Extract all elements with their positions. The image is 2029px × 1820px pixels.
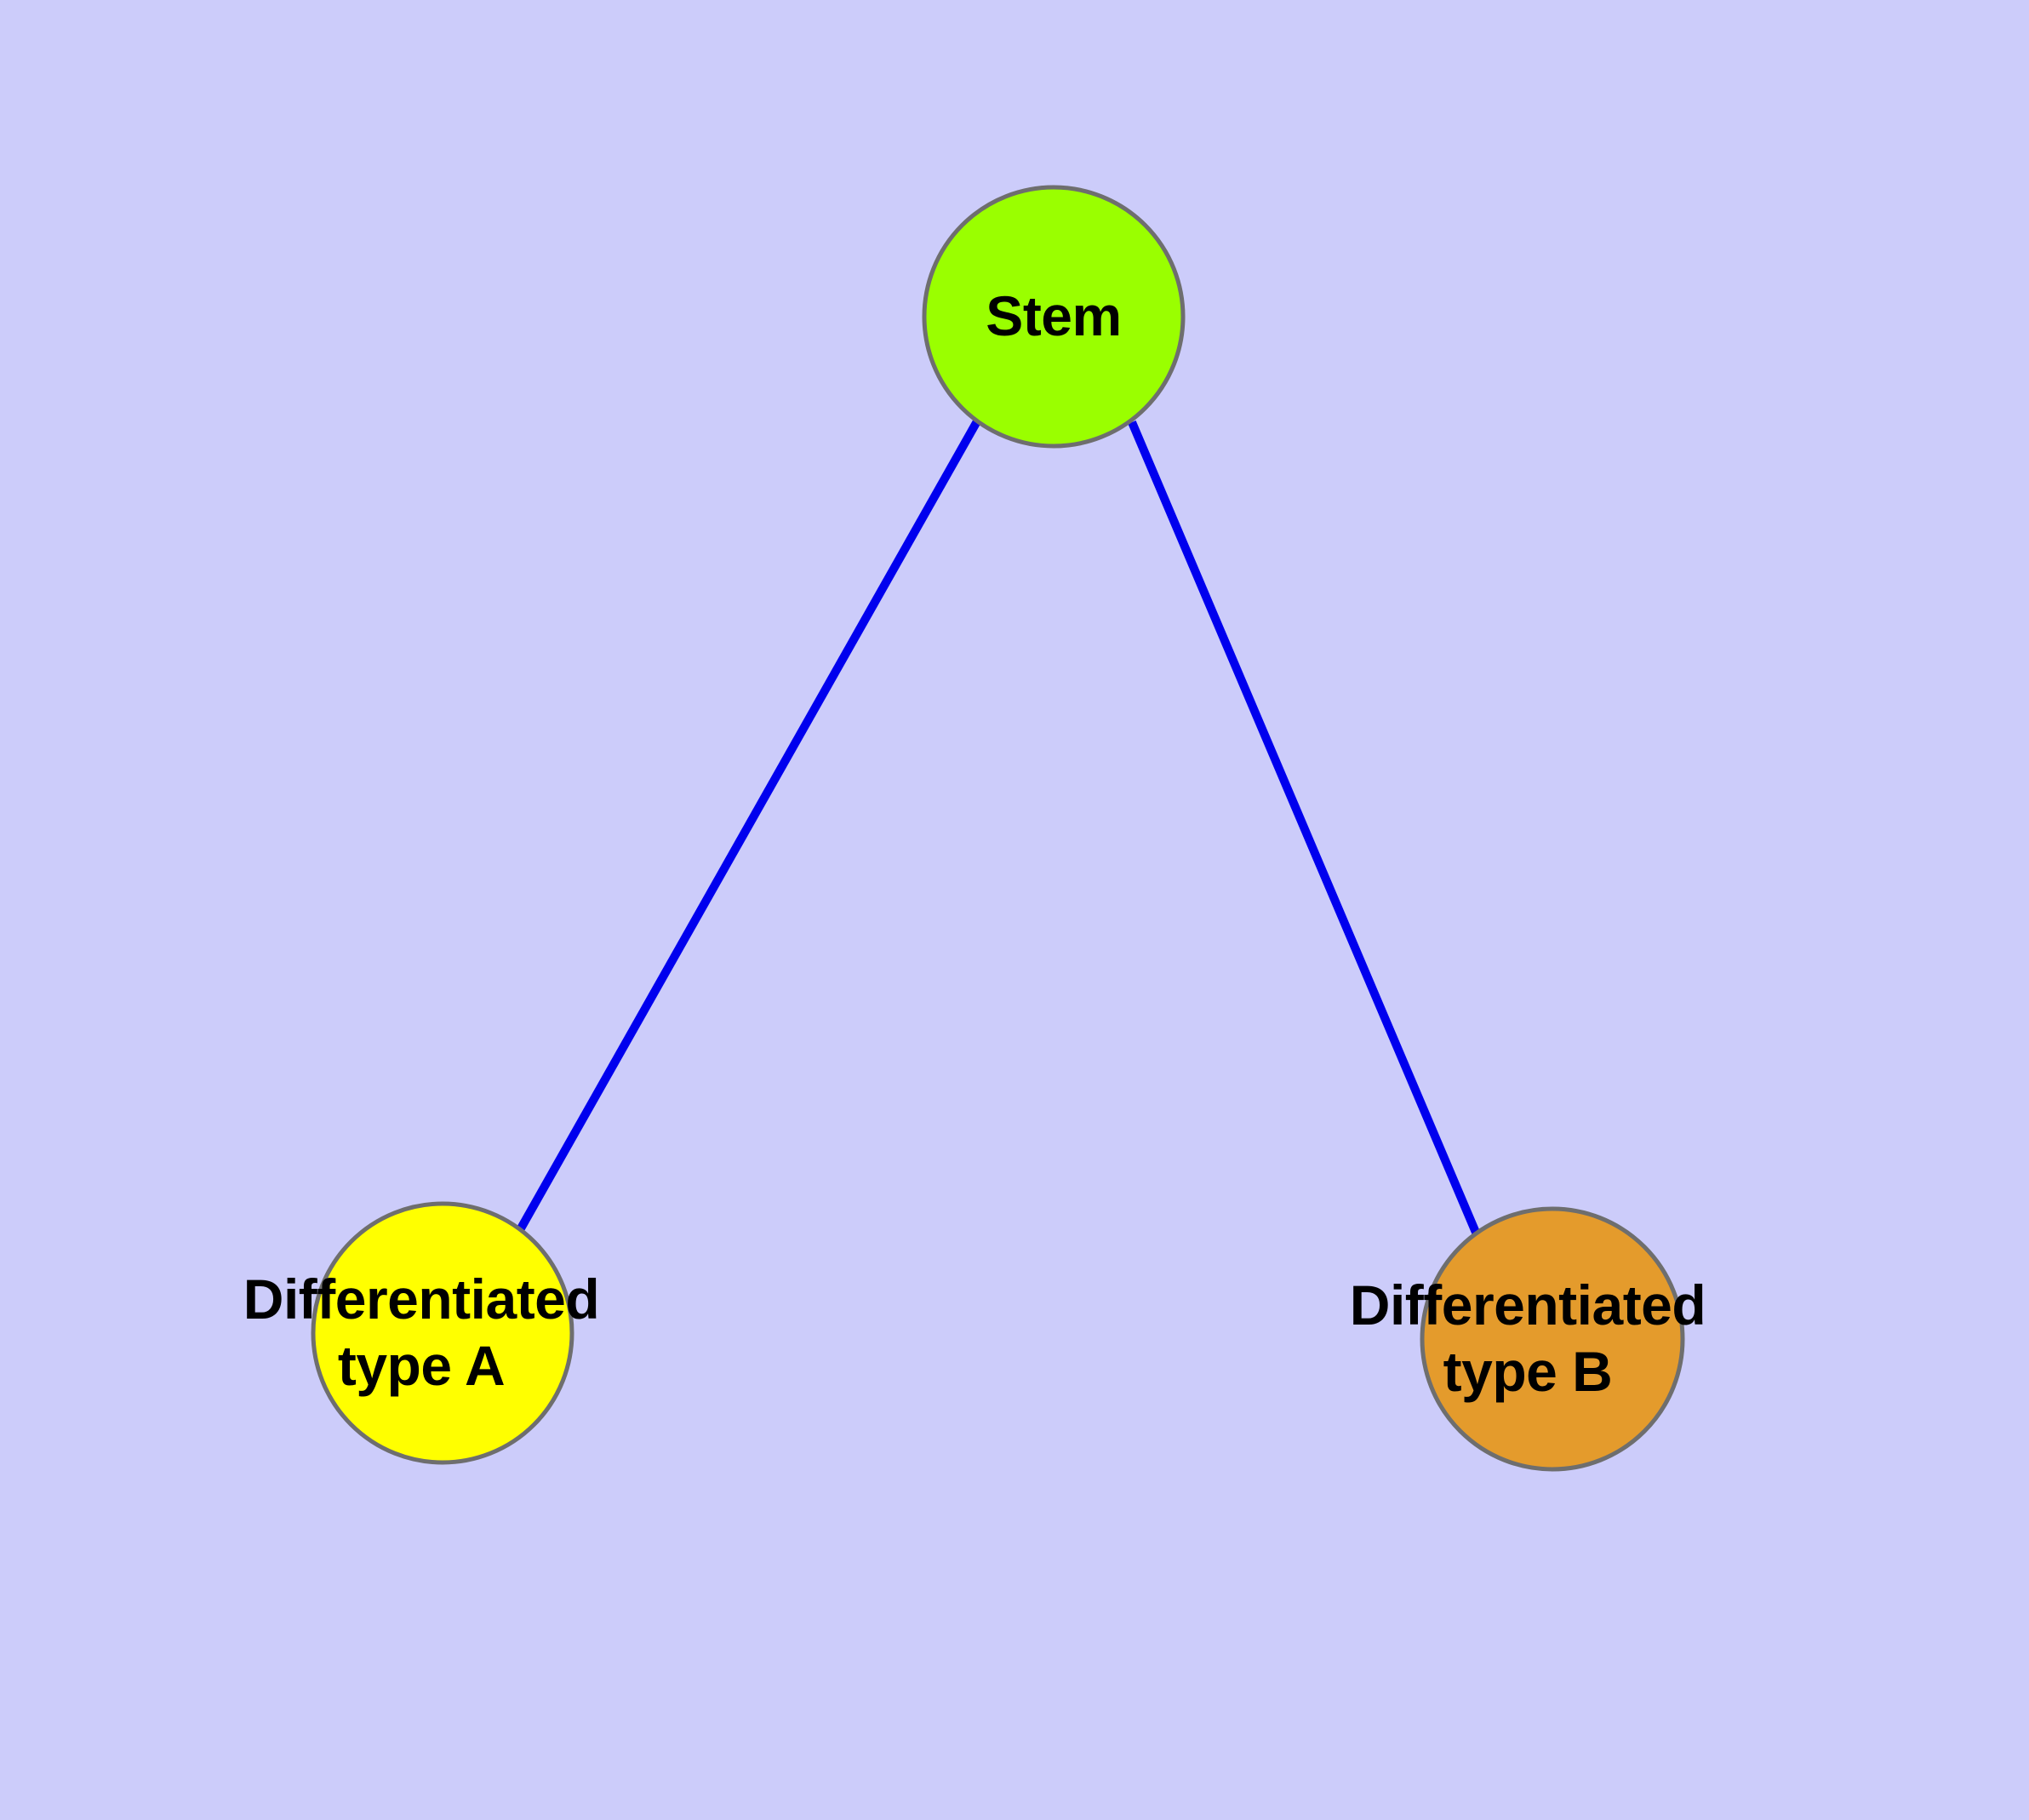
edge-stem-to-differentiated-type-a[interactable] bbox=[517, 419, 981, 1231]
edge-stem-to-differentiated-type-b[interactable] bbox=[1128, 421, 1481, 1236]
node-layer bbox=[311, 185, 1685, 1472]
edge-layer bbox=[517, 419, 1481, 1236]
node-differentiated-type-b[interactable] bbox=[1420, 1206, 1685, 1472]
node-stem[interactable] bbox=[922, 185, 1186, 449]
node-differentiated-type-a[interactable] bbox=[311, 1201, 574, 1465]
